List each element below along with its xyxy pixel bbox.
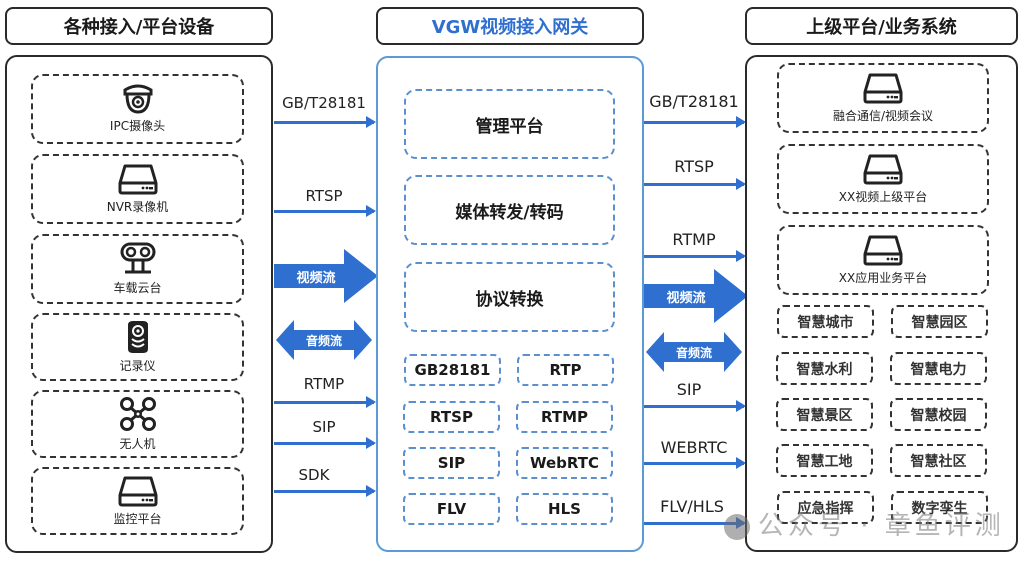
device-label: 无人机: [119, 437, 156, 451]
app-smart-scenic[interactable]: 智慧景区: [776, 398, 873, 431]
protocol-rtp[interactable]: RTP: [517, 354, 614, 386]
app-smart-community[interactable]: 智慧社区: [890, 444, 987, 477]
audio-stream-arrow-in: 音频流: [276, 320, 372, 360]
app-digital-twin[interactable]: 数字孪生: [891, 491, 988, 524]
app-smart-construction[interactable]: 智慧工地: [776, 444, 873, 477]
server-device-icon: [863, 154, 903, 185]
wechat-icon: [724, 513, 750, 540]
audio-stream-label: 音频流: [675, 345, 712, 360]
drone-icon: [119, 397, 156, 431]
platform-xx-app-business[interactable]: XX应用业务平台: [777, 225, 989, 295]
server-device-icon: [863, 235, 903, 266]
video-stream-arrow-out: 视频流: [644, 269, 748, 323]
device-label: 监控平台: [113, 512, 162, 526]
arrow-webrtc-out: [644, 457, 746, 469]
link-label-rtmp-in: RTMP: [303, 375, 345, 393]
link-label-sdk-in: SDK: [298, 466, 330, 484]
device-label: IPC摄像头: [109, 119, 166, 133]
protocol-hls[interactable]: HLS: [516, 493, 613, 525]
platform-label: XX视频上级平台: [838, 190, 928, 204]
video-stream-arrow-in: 视频流: [274, 249, 378, 303]
platform-fusion-comm[interactable]: 融合通信/视频会议: [777, 63, 989, 133]
link-label-gbt28181-out: GB/T28181: [649, 92, 739, 111]
nvr-device-icon: [118, 164, 157, 195]
dome-camera-icon: [123, 84, 152, 114]
module-media-relay-transcode[interactable]: 媒体转发/转码: [404, 175, 615, 245]
app-emergency-command[interactable]: 应急指挥: [777, 491, 874, 524]
video-stream-label: 视频流: [296, 270, 336, 286]
link-label-rtsp-out: RTSP: [674, 157, 714, 176]
link-label-webrtc-out: WEBRTC: [660, 438, 728, 457]
device-monitoring-platform[interactable]: 监控平台: [31, 467, 244, 535]
arrow-sip-out: [644, 400, 746, 412]
audio-stream-label: 音频流: [305, 333, 342, 348]
device-label: NVR录像机: [106, 200, 169, 214]
protocol-rtsp[interactable]: RTSP: [403, 401, 500, 433]
arrow-gbt28181-in: [274, 116, 376, 128]
arrow-rtsp-out: [644, 178, 746, 190]
module-management-platform[interactable]: 管理平台: [404, 89, 615, 159]
device-label: 车载云台: [113, 281, 162, 295]
left-title: 各种接入/平台设备: [5, 7, 273, 45]
app-smart-campus[interactable]: 智慧校园: [890, 398, 987, 431]
device-label: 记录仪: [119, 359, 156, 373]
link-label-sip-in: SIP: [312, 418, 336, 436]
watermark-text: 公众号 · 章鱼评测: [758, 511, 1005, 541]
gateway-title: VGW视频接入网关: [376, 7, 644, 45]
server-device-icon: [118, 476, 157, 507]
protocol-webrtc[interactable]: WebRTC: [516, 447, 613, 479]
arrow-sip-in: [274, 437, 376, 449]
platform-label: 融合通信/视频会议: [832, 109, 934, 123]
recorder-icon: [127, 321, 148, 353]
vehicle-gimbal-icon: [120, 242, 155, 274]
protocol-gb28181[interactable]: GB28181: [404, 354, 501, 386]
app-smart-water[interactable]: 智慧水利: [776, 352, 873, 385]
app-smart-city[interactable]: 智慧城市: [777, 305, 874, 338]
link-label-rtmp-out: RTMP: [672, 230, 716, 249]
right-title: 上级平台/业务系统: [745, 7, 1018, 45]
device-drone[interactable]: 无人机: [31, 390, 244, 458]
device-vehicle-gimbal[interactable]: 车载云台: [31, 234, 244, 304]
link-label-rtsp-in: RTSP: [305, 187, 343, 205]
arrow-rtsp-in: [274, 205, 376, 217]
device-ipc-camera[interactable]: IPC摄像头: [31, 74, 244, 144]
platform-label: XX应用业务平台: [838, 271, 928, 285]
arrow-rtmp-out: [644, 250, 746, 262]
protocol-rtmp[interactable]: RTMP: [516, 401, 613, 433]
module-protocol-conversion[interactable]: 协议转换: [404, 262, 615, 332]
protocol-flv[interactable]: FLV: [403, 493, 500, 525]
link-label-sip-out: SIP: [676, 380, 702, 399]
arrow-rtmp-in: [274, 396, 376, 408]
app-smart-power[interactable]: 智慧电力: [890, 352, 987, 385]
protocol-sip[interactable]: SIP: [403, 447, 500, 479]
device-recorder[interactable]: 记录仪: [31, 313, 244, 381]
video-stream-label: 视频流: [666, 290, 706, 306]
link-label-flvhls-out: FLV/HLS: [660, 497, 724, 516]
link-label-gbt28181-in: GB/T28181: [282, 94, 366, 112]
app-smart-park[interactable]: 智慧园区: [891, 305, 988, 338]
arrow-gbt28181-out: [644, 116, 746, 128]
device-nvr[interactable]: NVR录像机: [31, 154, 244, 224]
server-device-icon: [863, 73, 903, 104]
arrow-sdk-in: [274, 485, 376, 497]
audio-stream-arrow-out: 音频流: [646, 332, 742, 372]
platform-xx-video-upper[interactable]: XX视频上级平台: [777, 144, 989, 214]
watermark: 公众号 · 章鱼评测: [724, 505, 1005, 542]
